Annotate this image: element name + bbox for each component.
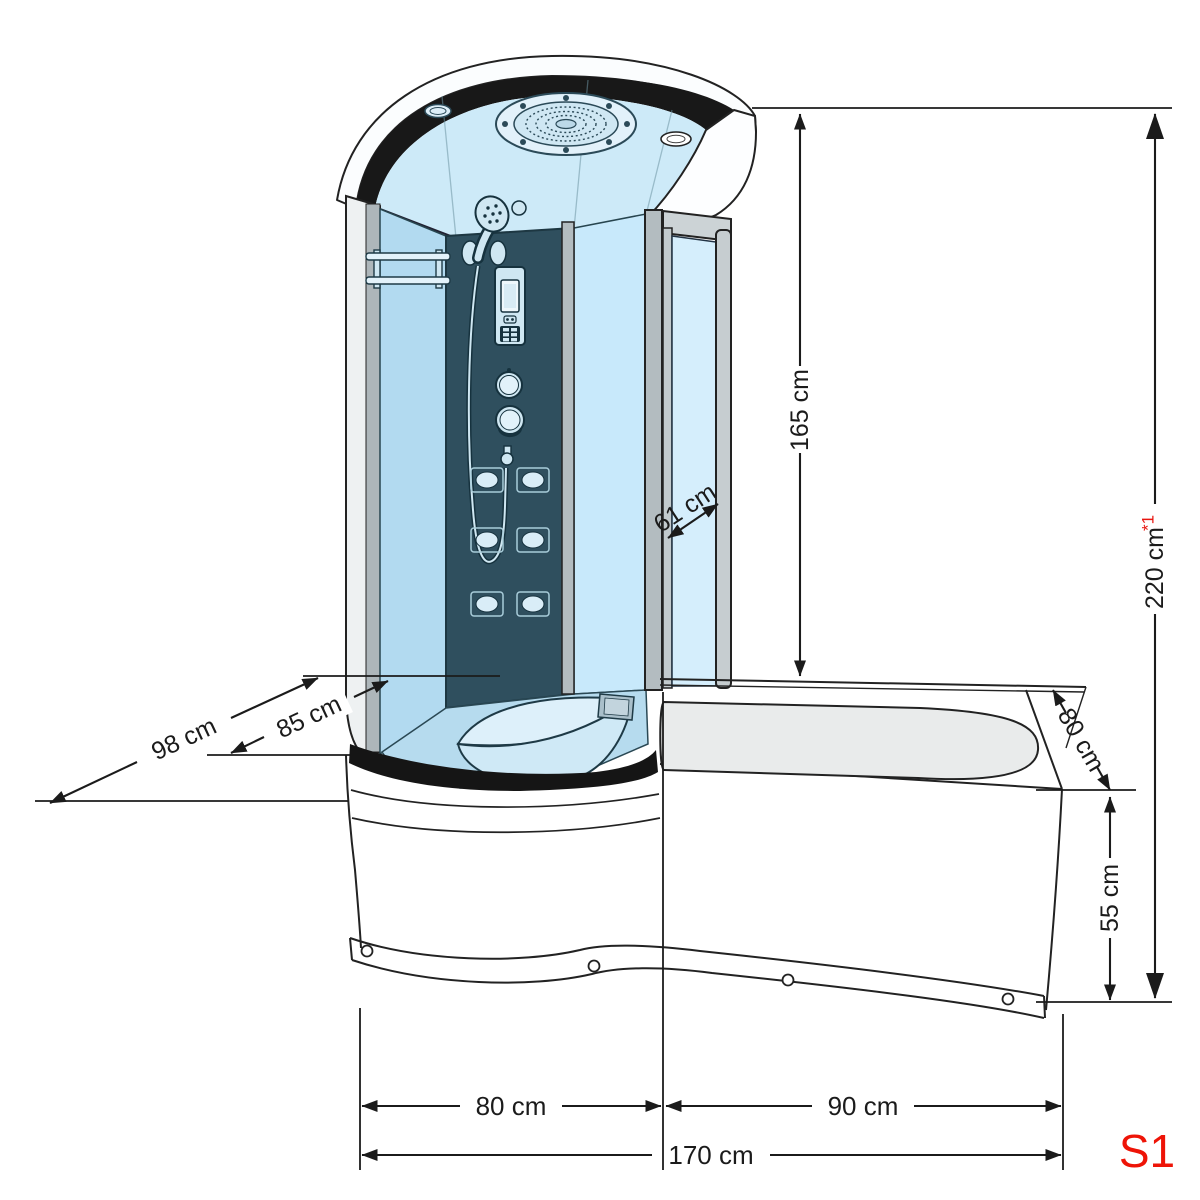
right-frame-post <box>644 209 663 691</box>
back-left-glass <box>379 207 447 756</box>
massage-jet <box>470 527 504 553</box>
massage-jets <box>470 467 550 617</box>
massage-jet <box>516 467 550 493</box>
total-width-label: 170 cm <box>668 1140 753 1170</box>
dimension-shower-section-width: 80 cm <box>361 1091 662 1121</box>
massage-jet <box>516 527 550 553</box>
tub-basin <box>659 700 1040 781</box>
door-right-rail <box>715 229 732 689</box>
door-glass <box>671 235 717 687</box>
black-base-band <box>349 744 658 791</box>
massage-jet <box>516 591 550 617</box>
inner-height-label: 165 cm <box>786 369 814 451</box>
apron-seam <box>351 817 661 834</box>
apron-fitting <box>1001 992 1015 1006</box>
dimension-tub-height: 55 cm <box>1093 796 1127 1001</box>
apron-fitting <box>360 944 374 958</box>
apron-seam <box>350 789 660 808</box>
left-frame-post <box>345 194 381 756</box>
total-height-footnote: *1 <box>1139 515 1158 531</box>
inner-depth-label: 85 cm <box>272 690 346 744</box>
roof-underside-light-icon <box>660 131 692 147</box>
massage-jet <box>470 467 504 493</box>
dimension-inner-height: 165 cm <box>783 113 817 677</box>
shower-door <box>662 209 732 689</box>
apron-left-edge <box>345 754 362 949</box>
rain-shower-head-icon <box>495 92 637 156</box>
total-height-label: 220 cm <box>1141 527 1169 609</box>
tub-right-edge <box>1045 788 1063 1011</box>
apron-fitting <box>781 973 795 987</box>
front-right-glass <box>573 213 647 695</box>
equipment <box>365 195 550 617</box>
model-label: S1 <box>1119 1125 1175 1177</box>
tub-back-rim <box>659 678 1087 688</box>
massage-jet <box>470 591 504 617</box>
drain-cover <box>597 693 635 721</box>
dimension-total-width: 170 cm <box>361 1140 1062 1170</box>
tub-apron-strip <box>349 937 1046 1019</box>
hand-shower-icon <box>461 195 527 565</box>
door-left-rail <box>662 227 673 689</box>
interior-walls <box>379 207 647 756</box>
diverter-ring <box>497 427 523 438</box>
dimension-tub-depth: 80 cm <box>1052 689 1111 791</box>
apron-fitting <box>587 959 601 973</box>
bathtub <box>349 678 1087 1019</box>
tub-depth-label: 80 cm <box>1052 704 1110 777</box>
ceiling-light-icon <box>424 103 452 119</box>
roof <box>336 54 758 240</box>
outer-depth-label: 98 cm <box>147 712 221 766</box>
tub-height-label: 55 cm <box>1096 864 1124 932</box>
thermostat-knobs <box>495 368 525 438</box>
shower-section-width-label: 80 cm <box>476 1091 547 1121</box>
center-mullion <box>561 221 575 695</box>
tub-corner-edge <box>1025 689 1063 790</box>
towel-rail <box>365 249 451 289</box>
control-panel <box>494 266 526 346</box>
product-illustration <box>336 54 1087 1019</box>
hose-valve <box>500 445 514 466</box>
dimension-total-height: 220 cm *1 <box>1137 113 1173 999</box>
dimension-tub-section-width: 90 cm <box>665 1091 1062 1121</box>
tub-section-width-label: 90 cm <box>828 1091 899 1121</box>
base-trim <box>345 744 661 949</box>
